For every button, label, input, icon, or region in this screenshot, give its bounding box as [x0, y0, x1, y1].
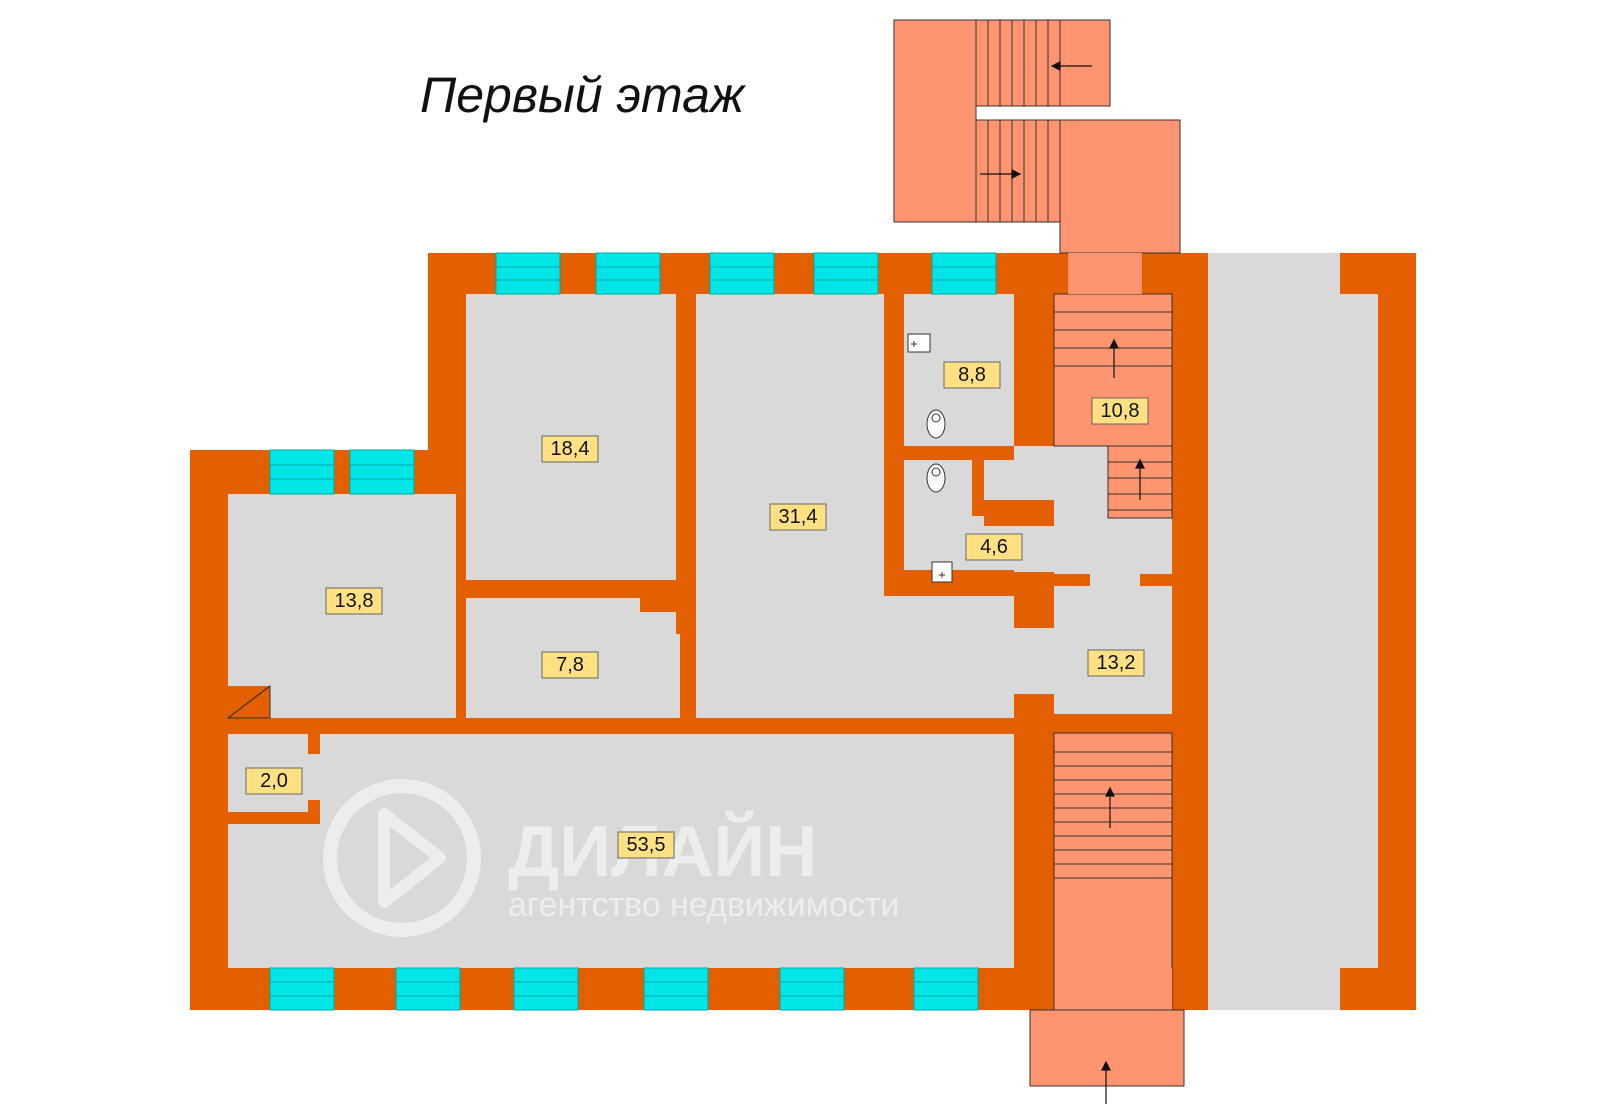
windows — [269, 252, 997, 1011]
room-label-53-5: 53,5 — [617, 831, 675, 859]
svg-text:2,0: 2,0 — [260, 770, 288, 792]
svg-text:13,2: 13,2 — [1097, 652, 1136, 674]
room-label-10-8: 10,8 — [1091, 397, 1149, 425]
svg-text:53,5: 53,5 — [627, 834, 666, 856]
corner-diagonal-line — [227, 685, 271, 719]
watermark-logo-mark — [378, 808, 446, 908]
external-stair-top — [893, 19, 1181, 254]
svg-text:10,8: 10,8 — [1101, 400, 1140, 422]
room-label-7-8: 7,8 — [541, 651, 599, 679]
watermark: ДИЛАЙН агентство недвижимости — [323, 779, 899, 937]
svg-text:31,4: 31,4 — [779, 506, 818, 528]
toilet-icon — [926, 409, 946, 439]
room-labels: 18,4 31,4 8,8 10,8 13,8 4,6 7,8 13,2 — [245, 361, 1149, 859]
room-label-2-0: 2,0 — [245, 767, 303, 795]
room-label-13-8: 13,8 — [325, 587, 383, 615]
svg-text:18,4: 18,4 — [551, 438, 590, 460]
svg-text:13,8: 13,8 — [335, 590, 374, 612]
interior-walls — [228, 294, 1208, 968]
watermark-logo — [323, 779, 481, 937]
room-label-31-4: 31,4 — [769, 503, 827, 531]
room-floors — [228, 253, 1378, 1010]
svg-text:7,8: 7,8 — [556, 654, 584, 676]
window-panes — [270, 266, 996, 997]
toilet-icon-2 — [926, 463, 946, 493]
room-label-13-2: 13,2 — [1087, 649, 1145, 677]
room-label-18-4: 18,4 — [541, 435, 599, 463]
svg-text:8,8: 8,8 — [958, 364, 986, 386]
stair-treads-top — [975, 20, 1061, 222]
sanitary-fixtures — [907, 333, 953, 583]
internal-stairs — [1029, 253, 1185, 1087]
room-label-8-8: 8,8 — [943, 361, 1001, 389]
direction-arrows — [980, 61, 1145, 1104]
svg-text:4,6: 4,6 — [980, 536, 1008, 558]
watermark-subtitle: агентство недвижимости — [508, 886, 899, 924]
room-label-4-6: 4,6 — [965, 533, 1023, 561]
sink-icon — [907, 333, 931, 353]
floor-title: Первый этаж — [420, 67, 745, 123]
